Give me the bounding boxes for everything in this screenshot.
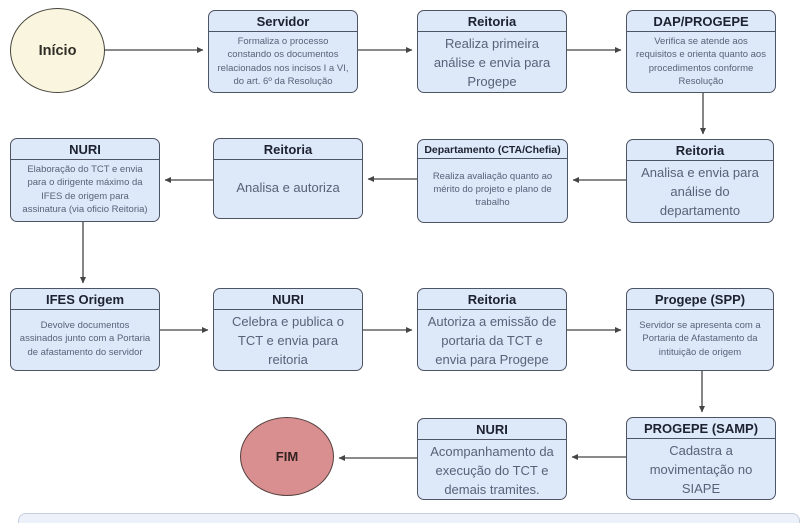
node-title: Reitoria: [214, 139, 362, 160]
node-body: Analisa e envia para análise do departam…: [641, 165, 759, 218]
node-title: Servidor: [209, 11, 357, 32]
node-body: Servidor se apresenta com a Portaria de …: [639, 320, 761, 358]
node-title: NURI: [214, 289, 362, 310]
node-body: Acompanhamento da execução do TCT e dema…: [430, 444, 554, 497]
node-reitoria-envia-departamento: Reitoria Analisa e envia para análise do…: [626, 139, 774, 223]
node-body: Celebra e publica o TCT e envia para rei…: [231, 314, 345, 367]
node-body: Cadastra a movimentação no SIAPE: [649, 443, 753, 496]
node-body: Realiza primeira análise e envia para Pr…: [433, 36, 551, 89]
node-title: Reitoria: [418, 11, 566, 32]
node-body: Verifica se atende aos requisitos e orie…: [636, 36, 766, 87]
node-reitoria-portaria: Reitoria Autoriza a emissão de portaria …: [417, 288, 567, 371]
node-body: Devolve documentos assinados junto com a…: [19, 320, 151, 358]
node-nuri-elaboracao: NURI Elaboração do TCT e envia para o di…: [10, 138, 160, 222]
node-title: Reitoria: [418, 289, 566, 310]
node-body: Analisa e autoriza: [236, 179, 340, 195]
node-reitoria-autoriza: Reitoria Analisa e autoriza: [213, 138, 363, 219]
node-servidor: Servidor Formaliza o processo constando …: [208, 10, 358, 93]
node-body: Elaboração do TCT e envia para o dirigen…: [22, 164, 148, 215]
node-progepe-spp: Progepe (SPP) Servidor se apresenta com …: [626, 288, 774, 371]
start-label: Início: [38, 42, 77, 59]
node-dap-progepe: DAP/PROGEPE Verifica se atende aos requi…: [626, 10, 776, 93]
end-node: FIM: [240, 417, 334, 496]
node-body: Autoriza a emissão de portaria da TCT e …: [427, 314, 557, 367]
node-reitoria-primeira-analise: Reitoria Realiza primeira análise e envi…: [417, 10, 567, 93]
node-body: Realiza avaliação quanto ao mérito do pr…: [432, 170, 553, 209]
node-progepe-samp: PROGEPE (SAMP) Cadastra a movimentação n…: [626, 417, 776, 500]
node-title: DAP/PROGEPE: [627, 11, 775, 32]
node-nuri-celebra: NURI Celebra e publica o TCT e envia par…: [213, 288, 363, 371]
node-title: IFES Origem: [11, 289, 159, 310]
node-title: PROGEPE (SAMP): [627, 418, 775, 439]
node-title: Departamento (CTA/Chefia): [418, 140, 567, 159]
cropped-shape-edge: [18, 513, 800, 523]
node-title: Progepe (SPP): [627, 289, 773, 310]
node-body: Formaliza o processo constando os docume…: [217, 36, 349, 87]
end-label: FIM: [275, 449, 299, 464]
node-title: Reitoria: [627, 140, 773, 161]
node-title: NURI: [418, 419, 566, 440]
node-nuri-acompanhamento: NURI Acompanhamento da execução do TCT e…: [417, 418, 567, 500]
node-ifes-origem: IFES Origem Devolve documentos assinados…: [10, 288, 160, 371]
node-departamento: Departamento (CTA/Chefia) Realiza avalia…: [417, 139, 568, 223]
start-node: Início: [10, 8, 105, 93]
node-title: NURI: [11, 139, 159, 160]
